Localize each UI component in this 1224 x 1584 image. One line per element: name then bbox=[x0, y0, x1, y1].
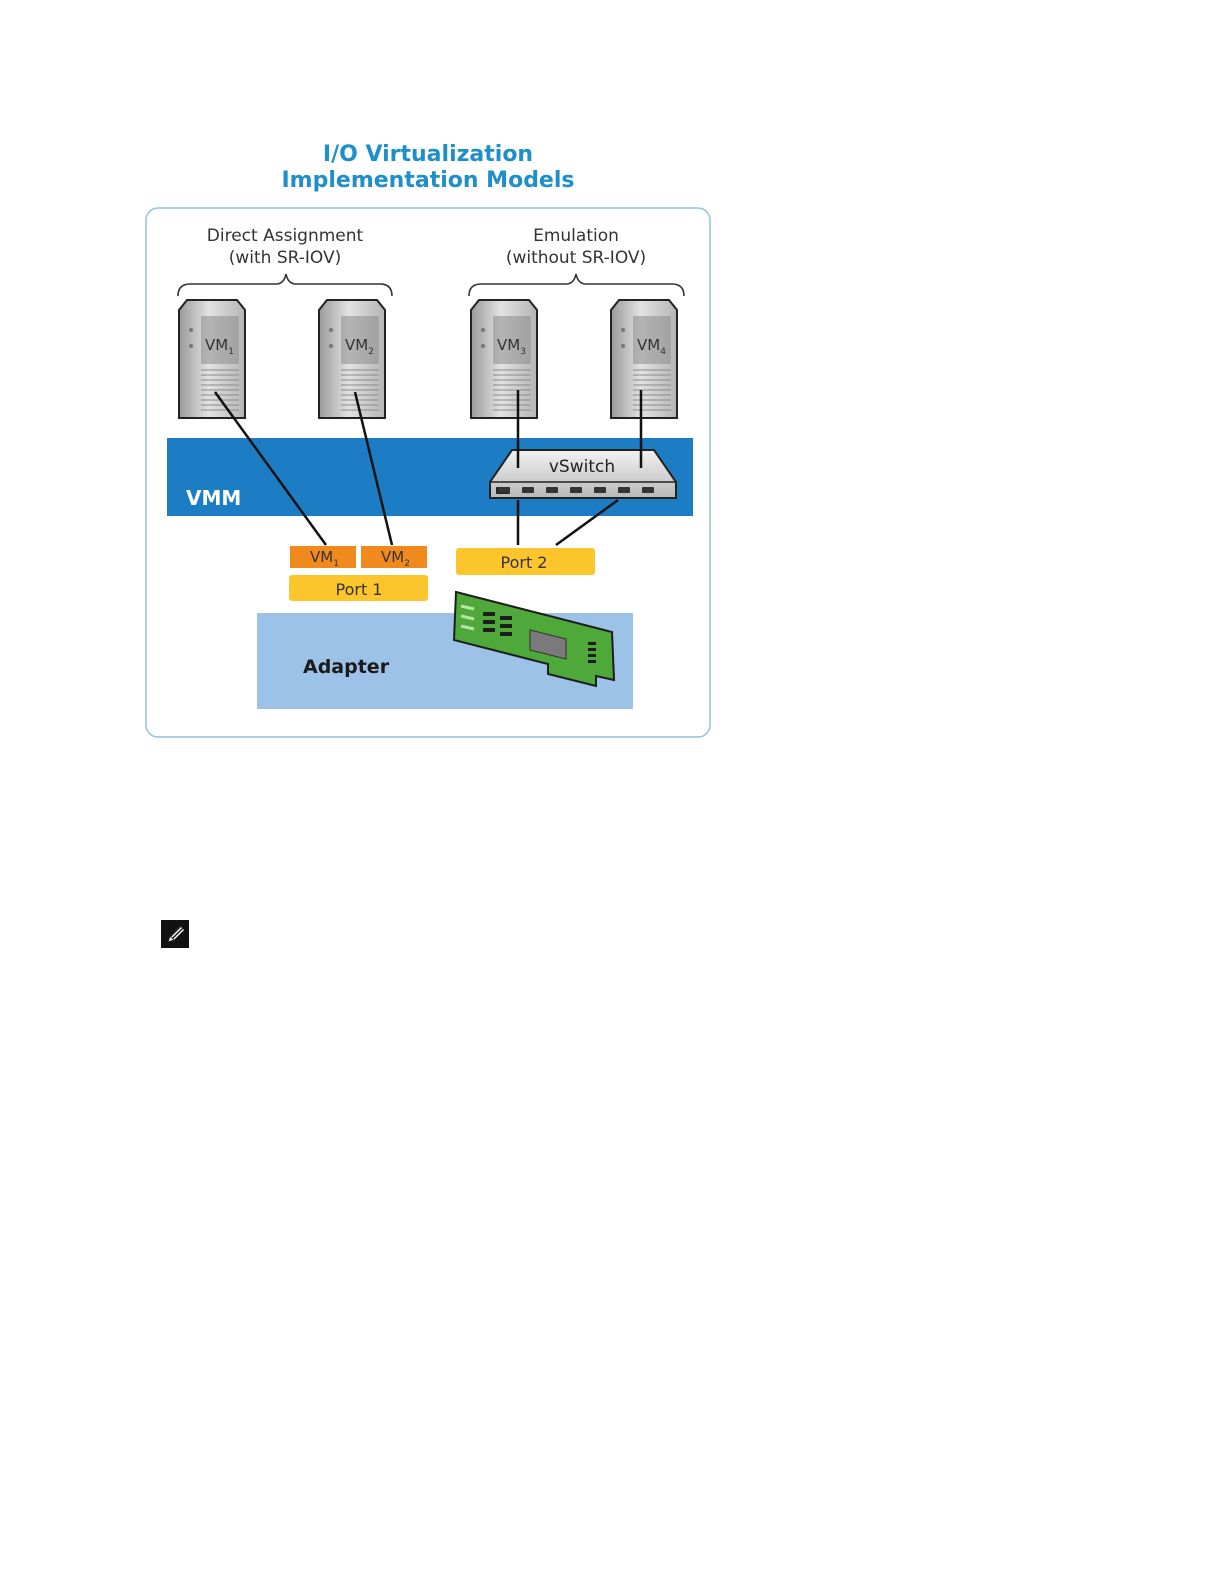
vm1-tower: VM1 bbox=[179, 300, 245, 418]
direct-assignment-label: Direct Assignment bbox=[207, 226, 364, 246]
vm3-subscript: 3 bbox=[520, 347, 526, 357]
vswitch-label: vSwitch bbox=[549, 457, 615, 477]
port1-label: Port 1 bbox=[336, 580, 383, 599]
vmm-label: VMM bbox=[186, 486, 241, 510]
vm3-tower: VM3 bbox=[471, 300, 537, 418]
io-virtualization-diagram: Direct Assignment (with SR-IOV) Emulatio… bbox=[0, 0, 1224, 800]
vm2-subscript: 2 bbox=[368, 347, 374, 357]
vm4-tower: VM4 bbox=[611, 300, 677, 418]
vf2-subscript: 2 bbox=[404, 559, 410, 569]
vf1-label: VM bbox=[310, 548, 333, 566]
vm2-tower: VM2 bbox=[319, 300, 385, 418]
port2-label: Port 2 bbox=[501, 553, 548, 572]
pencil-note-icon bbox=[161, 920, 189, 948]
vf1-subscript: 1 bbox=[333, 559, 339, 569]
adapter-label: Adapter bbox=[303, 656, 390, 678]
emulation-sublabel: (without SR-IOV) bbox=[506, 248, 646, 268]
emulation-label: Emulation bbox=[533, 226, 619, 246]
vm1-label: VM bbox=[205, 336, 228, 354]
vf2-label: VM bbox=[381, 548, 404, 566]
vm1-subscript: 1 bbox=[228, 347, 234, 357]
vm3-label: VM bbox=[497, 336, 520, 354]
direct-assignment-sublabel: (with SR-IOV) bbox=[229, 248, 342, 268]
vm4-label: VM bbox=[637, 336, 660, 354]
vm4-subscript: 4 bbox=[660, 347, 666, 357]
vm2-label: VM bbox=[345, 336, 368, 354]
